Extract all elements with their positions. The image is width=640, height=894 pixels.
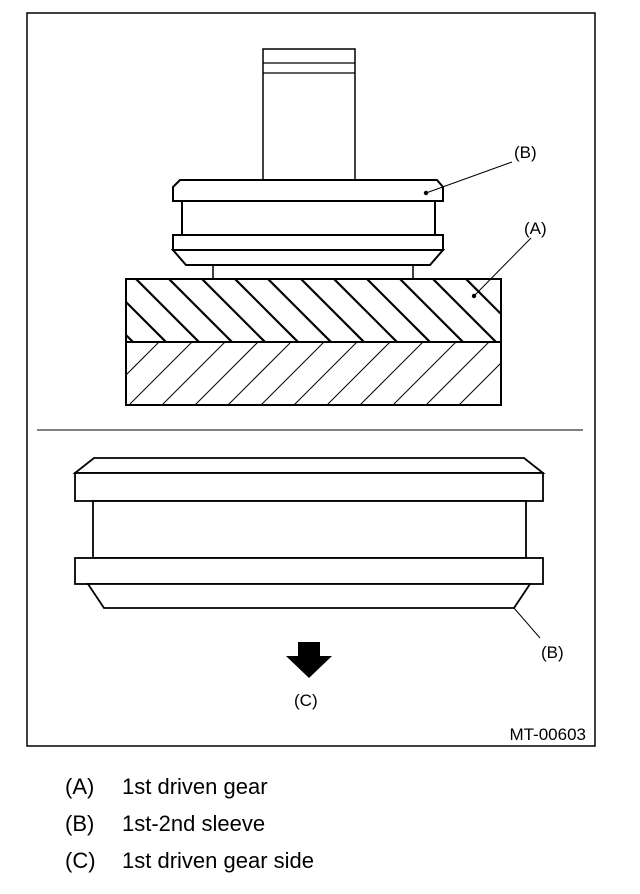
legend-item-c: (C) 1st driven gear side [65, 842, 314, 879]
legend-list: (A) 1st driven gear (B) 1st-2nd sleeve (… [65, 768, 314, 879]
press-shaft [262, 48, 356, 181]
leader-a [471, 237, 532, 299]
legend-key: (B) [65, 810, 95, 836]
diagram-figure: (B) (A) (B) (C) MT-00603 [26, 12, 596, 747]
callout-b-lower: (B) [541, 643, 564, 662]
legend-text: 1st driven gear [122, 773, 268, 799]
legend-item-b: (B) 1st-2nd sleeve [65, 805, 314, 842]
callout-b-upper: (B) [514, 143, 537, 162]
legend-item-a: (A) 1st driven gear [65, 768, 314, 805]
direction-arrow-icon [286, 642, 332, 678]
leader-b-lower [513, 607, 541, 639]
figure-code: MT-00603 [509, 725, 586, 744]
driven-gear-block [125, 278, 502, 406]
callout-c: (C) [294, 691, 318, 710]
callout-a: (A) [524, 219, 547, 238]
sleeve-lower-detail [72, 457, 546, 609]
legend-key: (A) [65, 773, 95, 799]
sleeve-upper [170, 179, 446, 279]
legend-key: (C) [65, 847, 96, 873]
legend-text: 1st-2nd sleeve [122, 810, 266, 836]
leader-b-upper [423, 161, 513, 196]
legend-text: 1st driven gear side [122, 847, 314, 873]
figure-frame [26, 12, 596, 747]
